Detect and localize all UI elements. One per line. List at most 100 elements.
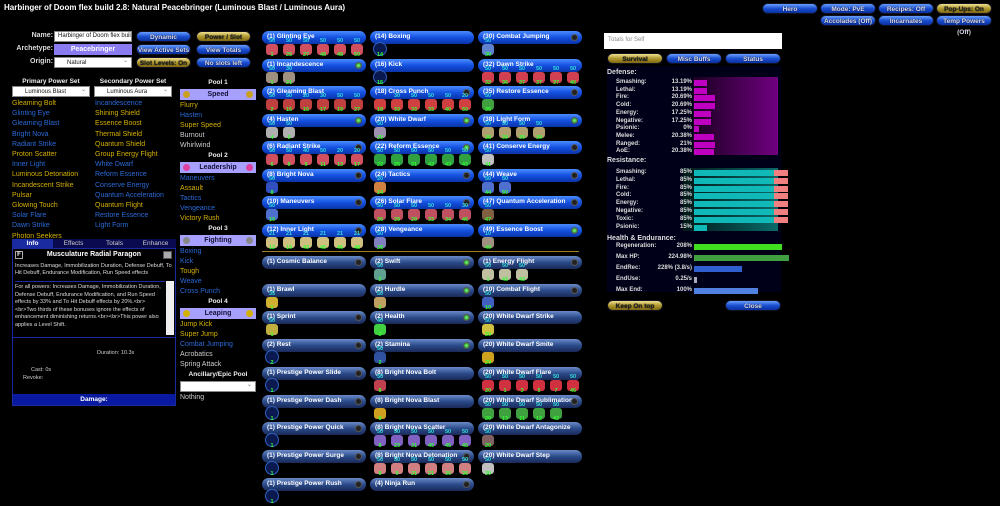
power-entry[interactable]: (26) Solar Flare bbox=[370, 196, 474, 209]
power-entry[interactable]: (8) Bright Nova bbox=[262, 168, 366, 182]
toggle-indicator-icon[interactable] bbox=[463, 286, 470, 294]
toggle-indicator-icon[interactable] bbox=[355, 199, 362, 206]
toggle-indicator-icon[interactable] bbox=[355, 144, 362, 151]
power-entry[interactable]: (32) Dawn Strike bbox=[478, 58, 582, 72]
accolades-button[interactable]: Accolades (Off) bbox=[820, 15, 876, 26]
power-list-item[interactable]: Radiant Strike bbox=[12, 140, 56, 148]
origin-select[interactable]: Natural bbox=[54, 56, 132, 68]
power-list-item[interactable]: Restore Essence bbox=[95, 212, 149, 220]
power-entry[interactable]: (1) Energy Flight bbox=[478, 256, 582, 269]
power-entry[interactable]: (14) Boxing bbox=[370, 31, 474, 44]
tab-survival[interactable]: Survival bbox=[607, 53, 663, 64]
toggle-indicator-icon[interactable] bbox=[355, 369, 362, 377]
power-entry[interactable]: (8) Bright Nova Bolt bbox=[370, 366, 474, 380]
power-list-item[interactable]: Incandescent Strike bbox=[12, 181, 74, 189]
power-list-item[interactable]: Photon Seekers bbox=[12, 232, 62, 240]
power-entry[interactable]: (44) Weave bbox=[478, 168, 582, 182]
toggle-indicator-icon[interactable] bbox=[355, 171, 362, 179]
f-button[interactable]: F bbox=[15, 251, 23, 259]
pool-power-item[interactable]: Acrobatics bbox=[180, 351, 213, 358]
power-entry[interactable]: (2) Rest bbox=[262, 339, 366, 353]
pool-power-item[interactable]: Spring Attack bbox=[180, 361, 222, 368]
toggle-indicator-icon[interactable] bbox=[463, 259, 470, 266]
power-list-item[interactable]: Quantum Flight bbox=[95, 202, 143, 210]
pool-power-item[interactable]: Burnout bbox=[180, 132, 205, 139]
pool-select-fighting[interactable]: Fighting bbox=[180, 235, 256, 246]
toggle-indicator-icon[interactable] bbox=[463, 314, 470, 322]
power-entry[interactable]: (35) Restore Essence bbox=[478, 86, 582, 99]
toggle-indicator-icon[interactable] bbox=[355, 342, 362, 350]
pool-power-item[interactable]: Vengeance bbox=[180, 205, 216, 212]
tab-effects[interactable]: Effects bbox=[63, 240, 84, 247]
desc-scrollbar[interactable] bbox=[166, 281, 174, 335]
pool-power-item[interactable]: Tactics bbox=[180, 195, 202, 202]
power-list-item[interactable]: Quantum Acceleration bbox=[95, 191, 164, 199]
toggle-indicator-icon[interactable] bbox=[571, 199, 578, 206]
pool-select-leadership[interactable]: Leadership bbox=[180, 162, 256, 173]
pool-power-item[interactable]: Super Jump bbox=[180, 331, 218, 338]
power-entry[interactable]: (18) Cross Punch bbox=[370, 86, 474, 99]
tab-enhance[interactable]: Enhance bbox=[142, 240, 169, 247]
toggle-indicator-icon[interactable] bbox=[355, 226, 362, 234]
incarnates-button[interactable]: Incarnates bbox=[878, 15, 934, 26]
power-entry[interactable]: (2) Stamina bbox=[370, 339, 474, 353]
power-entry[interactable]: (8) Bright Nova Blast bbox=[370, 394, 474, 408]
power-list-item[interactable]: Reform Essence bbox=[95, 171, 147, 179]
power-entry[interactable]: (1) Cosmic Balance bbox=[262, 256, 366, 269]
tab-totals[interactable]: Totals bbox=[106, 240, 123, 247]
view-active-sets-button[interactable]: View Active Sets bbox=[136, 44, 191, 55]
toggle-indicator-icon[interactable] bbox=[571, 144, 578, 151]
toggle-indicator-icon[interactable] bbox=[571, 89, 578, 96]
hero-button[interactable]: Hero bbox=[762, 3, 818, 14]
power-entry[interactable]: (20) White Dwarf Sublimation bbox=[478, 394, 582, 408]
secondary-set-select[interactable]: Luminous Aura bbox=[94, 85, 172, 97]
enhancement-slot[interactable]: 8 bbox=[372, 404, 388, 422]
power-entry[interactable]: (24) Tactics bbox=[370, 168, 474, 182]
pool-power-item[interactable]: Cross Punch bbox=[180, 288, 221, 295]
toggle-indicator-icon[interactable] bbox=[355, 116, 362, 124]
enhancement-slot[interactable]: 1 bbox=[264, 431, 280, 449]
toggle-indicator-icon[interactable] bbox=[355, 397, 362, 405]
toggle-indicator-icon[interactable] bbox=[463, 342, 470, 350]
pool-power-item[interactable]: Whirlwind bbox=[180, 142, 211, 149]
dynamic-button[interactable]: Dynamic bbox=[136, 31, 191, 42]
power-list-item[interactable]: Glinting Eye bbox=[12, 110, 50, 118]
enhancement-slot[interactable]: 1 bbox=[264, 459, 280, 477]
power-entry[interactable]: (8) Bright Nova Scatter bbox=[370, 422, 474, 436]
power-entry[interactable]: (41) Conserve Energy bbox=[478, 141, 582, 154]
power-list-item[interactable]: Gleaming Blast bbox=[12, 120, 60, 128]
